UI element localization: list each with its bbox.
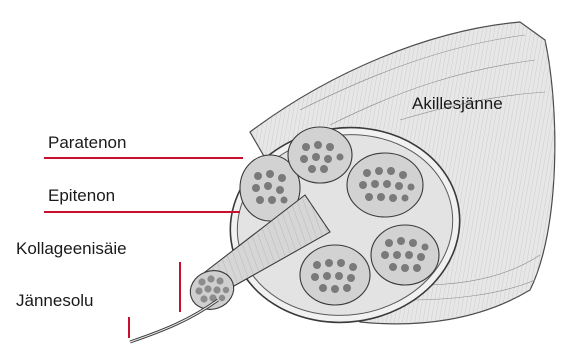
label-paratenon: Paratenon (48, 134, 126, 151)
label-fiber: Kollageenisäie (16, 240, 127, 257)
label-cell: Jännesolu (16, 292, 94, 309)
label-tendon: Akillesjänne (412, 95, 503, 112)
label-epitenon: Epitenon (48, 187, 115, 204)
